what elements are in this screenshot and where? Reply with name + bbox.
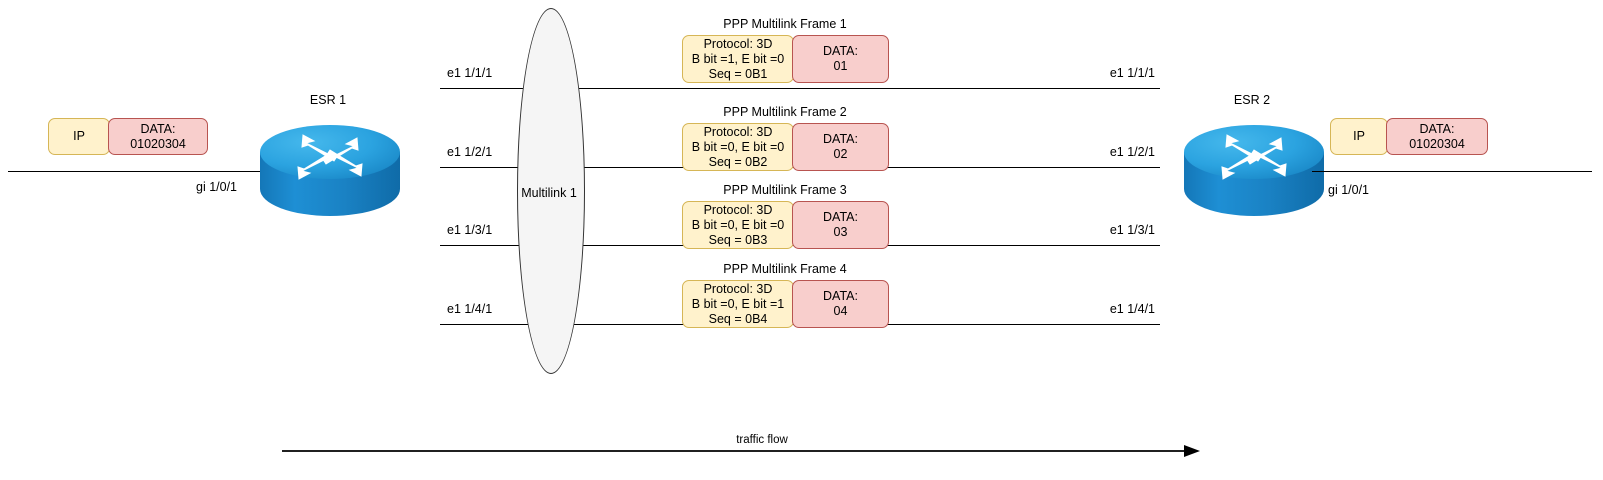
left-packet-payload: DATA: 01020304 bbox=[108, 118, 208, 155]
left-packet-ip-header: IP bbox=[48, 118, 110, 155]
left-interface-label-2: e1 1/2/1 bbox=[447, 145, 493, 159]
router-icon-esr2[interactable] bbox=[1182, 117, 1326, 222]
frame-payload-3: DATA: 03 bbox=[792, 201, 889, 249]
frame-caption-3: PPP Multilink Frame 3 bbox=[723, 183, 847, 197]
right-packet-payload: DATA: 01020304 bbox=[1386, 118, 1488, 155]
right-interface-label-3: e1 1/3/1 bbox=[1109, 223, 1155, 237]
router-icon-esr1[interactable] bbox=[258, 117, 402, 222]
right-access-port-label: gi 1/0/1 bbox=[1328, 183, 1370, 197]
frame-payload-2: DATA: 02 bbox=[792, 123, 889, 171]
frame-header-2: Protocol: 3D B bit =0, E bit =0 Seq = 0B… bbox=[682, 123, 794, 171]
right-interface-label-2: e1 1/2/1 bbox=[1109, 145, 1155, 159]
member-wire-left-1 bbox=[440, 88, 1160, 89]
right-packet-ip-header: IP bbox=[1330, 118, 1388, 155]
frame-header-3: Protocol: 3D B bit =0, E bit =0 Seq = 0B… bbox=[682, 201, 794, 249]
frame-header-4: Protocol: 3D B bit =0, E bit =1 Seq = 0B… bbox=[682, 280, 794, 328]
left-interface-label-4: e1 1/4/1 bbox=[447, 302, 493, 316]
router-icon bbox=[260, 125, 400, 216]
multilink-bundle-ellipse bbox=[517, 8, 585, 374]
right-access-wire bbox=[1312, 171, 1592, 172]
left-router-label: ESR 1 bbox=[309, 93, 347, 107]
left-interface-label-1: e1 1/1/1 bbox=[447, 66, 493, 80]
frame-caption-1: PPP Multilink Frame 1 bbox=[723, 17, 847, 31]
frame-payload-4: DATA: 04 bbox=[792, 280, 889, 328]
traffic-flow-label: traffic flow bbox=[736, 434, 788, 446]
traffic-flow-arrow bbox=[282, 445, 1200, 457]
multilink-bundle-label: Multilink 1 bbox=[521, 186, 577, 200]
frame-header-1: Protocol: 3D B bit =1, E bit =0 Seq = 0B… bbox=[682, 35, 794, 83]
left-access-port-label: gi 1/0/1 bbox=[196, 180, 238, 194]
frame-caption-2: PPP Multilink Frame 2 bbox=[723, 105, 847, 119]
left-interface-label-3: e1 1/3/1 bbox=[447, 223, 493, 237]
left-access-wire bbox=[8, 171, 273, 172]
right-interface-label-1: e1 1/1/1 bbox=[1109, 66, 1155, 80]
right-interface-label-4: e1 1/4/1 bbox=[1109, 302, 1155, 316]
frame-caption-4: PPP Multilink Frame 4 bbox=[723, 262, 847, 276]
frame-payload-1: DATA: 01 bbox=[792, 35, 889, 83]
right-router-label: ESR 2 bbox=[1233, 93, 1271, 107]
router-icon bbox=[1184, 125, 1324, 216]
